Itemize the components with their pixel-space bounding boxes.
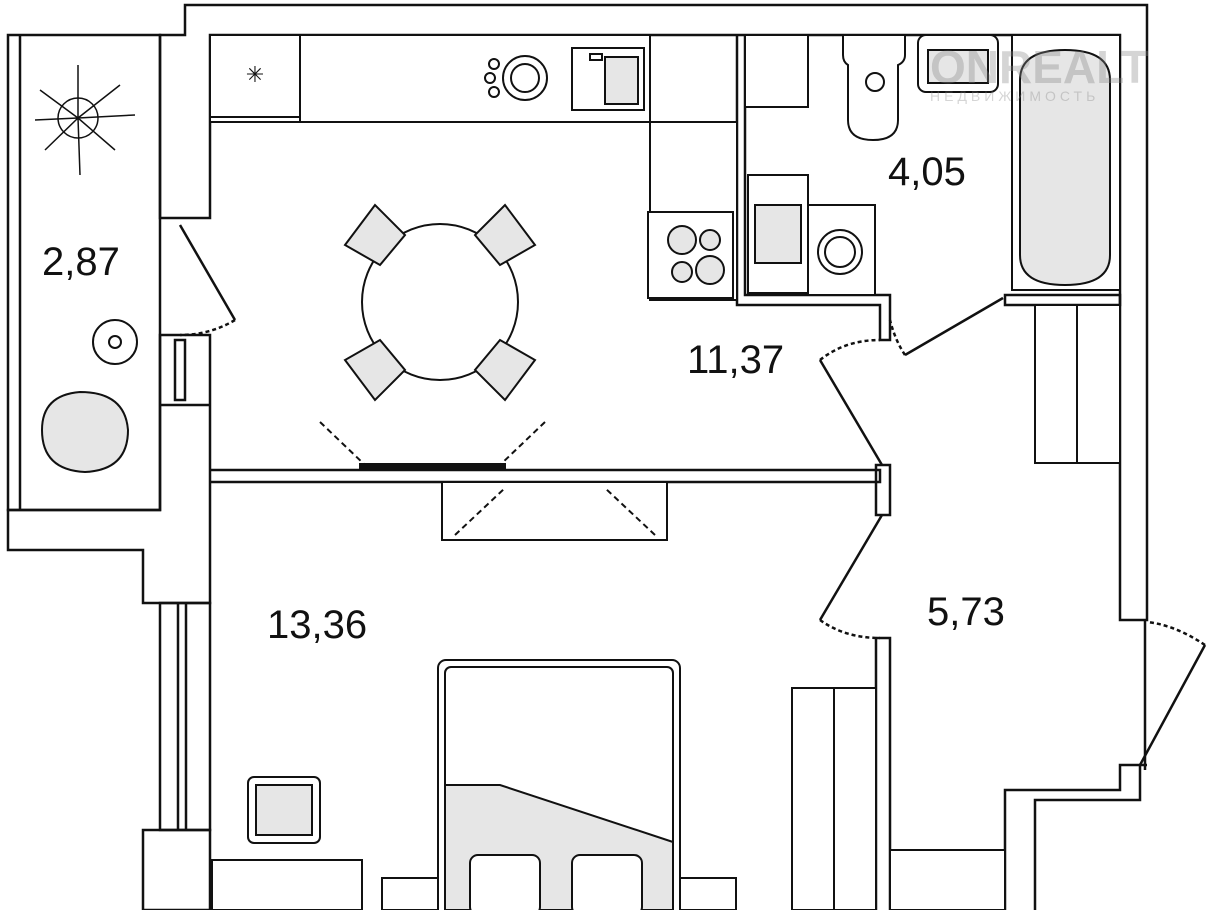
area-kitchen: 11,37 xyxy=(687,338,785,382)
bathroom-wall xyxy=(735,35,892,342)
partition-wall xyxy=(210,468,882,484)
corridor-wall-lower xyxy=(876,636,892,910)
pillow xyxy=(571,854,643,910)
area-bathroom: 4,05 xyxy=(888,150,966,194)
chair xyxy=(473,338,537,402)
desk xyxy=(211,859,363,910)
dining-table xyxy=(361,223,519,381)
stove xyxy=(647,211,734,299)
chair xyxy=(473,203,537,267)
armchair xyxy=(40,390,130,474)
area-living-room: 13,36 xyxy=(267,603,368,647)
svg-text:✳: ✳ xyxy=(246,62,264,87)
chair xyxy=(343,338,407,402)
door-kitchen xyxy=(818,359,884,466)
chair xyxy=(343,203,407,267)
plant-icon xyxy=(34,65,136,176)
tv-stand xyxy=(441,481,668,541)
shoe-rack xyxy=(889,849,1006,910)
wall-bottom-right xyxy=(1003,620,1147,910)
area-balcony: 2,87 xyxy=(42,240,120,284)
door-entrance xyxy=(1138,644,1207,766)
door-bathroom xyxy=(904,296,1004,357)
corridor-wall-upper xyxy=(874,463,892,517)
column-bottom-left xyxy=(141,828,212,910)
door-balcony xyxy=(178,224,237,321)
door-living xyxy=(818,514,884,621)
area-hallway: 5,73 xyxy=(927,590,1005,634)
balcony-door-frame xyxy=(173,338,187,402)
balcony-lower-wall xyxy=(6,333,212,605)
cabinet xyxy=(744,34,809,108)
pillow xyxy=(469,854,541,910)
